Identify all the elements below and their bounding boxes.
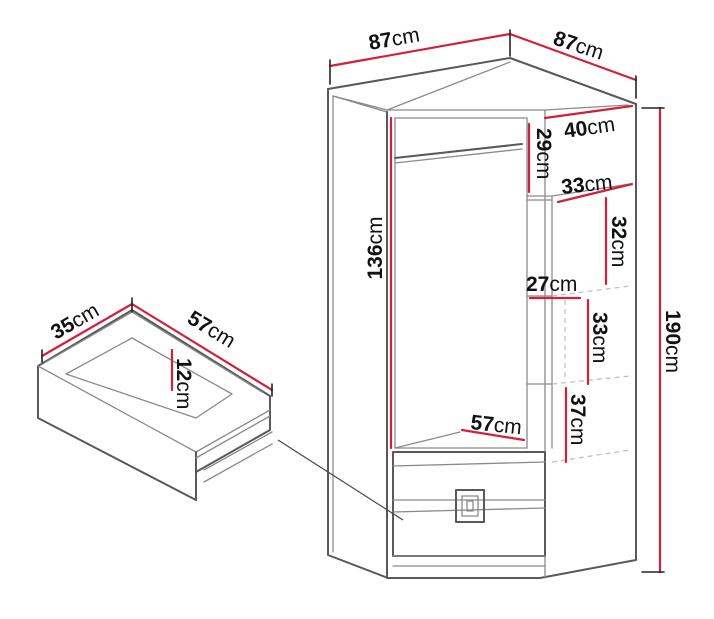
label-shelf-gap-middle: 33cm — [588, 312, 611, 363]
drawer-leader-line — [277, 439, 404, 521]
label-shelf-gap-upper: 32cm — [607, 216, 630, 267]
label-side-depth: 40cm — [562, 113, 616, 143]
label-width-left: 87cm — [367, 23, 422, 55]
label-top-shelf-gap: 29cm — [532, 128, 555, 179]
wardrobe-body — [327, 57, 637, 579]
drawer-detail — [37, 309, 273, 501]
dimension-lines — [40, 29, 665, 574]
label-drawer-height: 12cm — [172, 358, 195, 409]
label-drawer-width: 57cm — [183, 307, 239, 353]
drawer-knob — [455, 489, 485, 523]
label-bottom-width: 57cm — [469, 411, 522, 439]
label-shelf-depth: 27cm — [526, 273, 577, 296]
label-shelf-width: 33cm — [560, 171, 613, 199]
label-shelf-gap-lower: 37cm — [566, 394, 589, 445]
label-hanging-height: 136cm — [364, 216, 387, 279]
label-total-height: 190cm — [661, 310, 684, 373]
